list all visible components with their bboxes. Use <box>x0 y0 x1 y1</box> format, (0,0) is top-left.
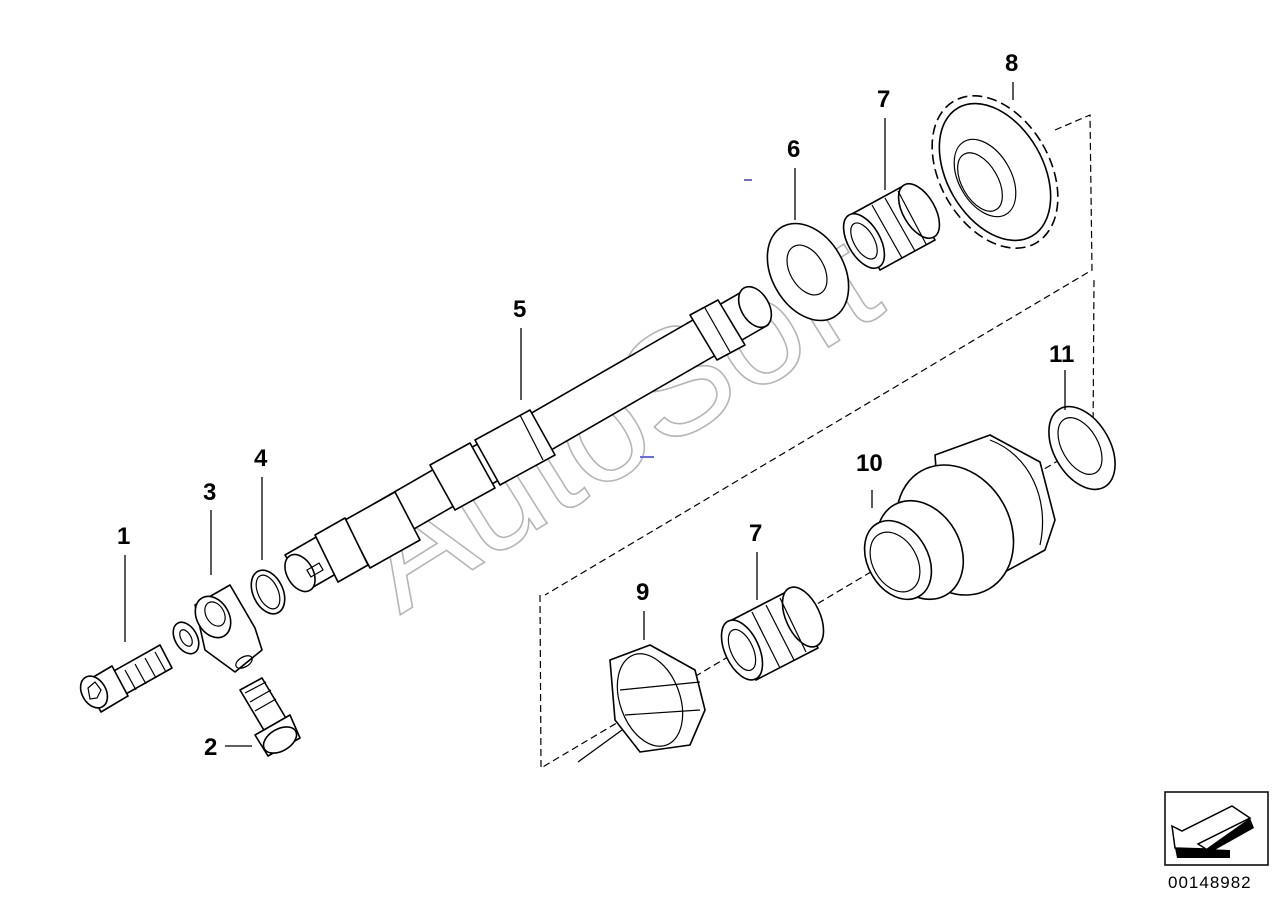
part-needle-bearing-lower[interactable] <box>713 581 832 686</box>
part-washer[interactable] <box>751 209 865 335</box>
callout-7-upper: 7 <box>877 86 890 113</box>
part-split-bushing[interactable] <box>605 644 706 756</box>
part-shaft[interactable] <box>279 281 778 597</box>
callout-3: 3 <box>203 479 216 506</box>
part-hub-sleeve[interactable] <box>851 434 1056 616</box>
callout-2: 2 <box>204 734 217 761</box>
callout-8: 8 <box>1005 50 1018 77</box>
arrow-down-left-icon <box>1164 791 1269 866</box>
part-needle-bearing-upper[interactable] <box>835 177 948 275</box>
part-ring[interactable] <box>1035 395 1128 501</box>
leader-line-9b <box>577 729 623 763</box>
part-bolt[interactable] <box>75 644 173 713</box>
part-o-ring[interactable] <box>245 565 292 619</box>
callout-7-lower: 7 <box>749 520 762 547</box>
part-selector-arm[interactable] <box>168 584 263 673</box>
callout-9: 9 <box>636 579 649 606</box>
callout-11: 11 <box>1049 341 1074 368</box>
part-gear[interactable] <box>906 73 1083 270</box>
callout-5: 5 <box>513 296 526 323</box>
callout-10: 10 <box>856 450 883 477</box>
callout-4: 4 <box>254 445 268 472</box>
part-screw[interactable] <box>239 677 301 759</box>
callout-6: 6 <box>787 136 800 163</box>
group-outline-lower <box>539 279 1095 770</box>
callout-1: 1 <box>117 523 130 550</box>
document-number: 00148982 <box>1168 873 1252 892</box>
group-outline-upper <box>544 114 1093 596</box>
